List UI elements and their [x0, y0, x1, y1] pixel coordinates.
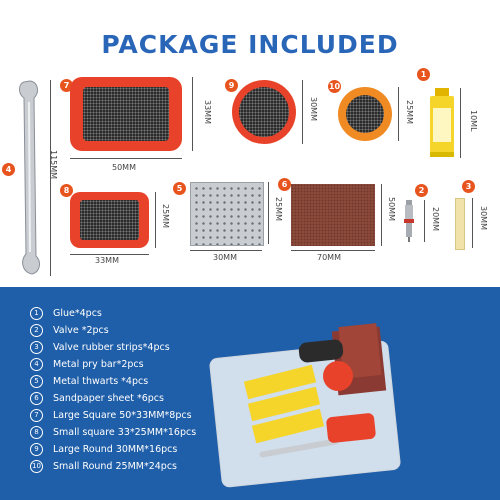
- legend-number: 5: [30, 374, 43, 388]
- page-title: PACKAGE INCLUDED: [101, 30, 399, 59]
- legend-text: Large Round 30MM*16pcs: [53, 443, 178, 455]
- badge-1: 1: [417, 68, 430, 81]
- badge-2: 2: [415, 184, 428, 197]
- legend-item: 3 Valve rubber strips*4pcs: [30, 339, 170, 355]
- dim-small-round: 25MM: [405, 100, 414, 124]
- small-round-patch: [338, 87, 392, 141]
- badge-9: 9: [225, 79, 238, 92]
- legend-item: 6 Sandpaper sheet *6pcs: [30, 390, 164, 406]
- legend-text: Small square 33*25MM*16pcs: [53, 426, 197, 438]
- badge-3: 3: [462, 180, 475, 193]
- dim-large-square-h: 33MM: [203, 100, 212, 124]
- legend-item: 10 Small Round 25MM*24pcs: [30, 458, 177, 474]
- dim-thwart-w: 30MM: [213, 253, 237, 262]
- storage-box-image: [208, 317, 402, 489]
- legend-item: 8 Small square 33*25MM*16pcs: [30, 424, 196, 440]
- badge-4: 4: [2, 163, 15, 176]
- valve-core-image: [404, 200, 414, 242]
- legend-number: 1: [30, 306, 43, 320]
- legend-item: 4 Metal pry bar*2pcs: [30, 356, 144, 372]
- legend-number: 8: [30, 425, 43, 439]
- large-square-patch: [70, 77, 182, 151]
- dim-large-square-w: 50MM: [112, 163, 136, 172]
- dim-valve-strip: 30MM: [479, 206, 488, 230]
- legend-number: 2: [30, 323, 43, 337]
- contents-panel: 1 Glue*4pcs 2 Valve *2pcs 3 Valve rubber stri…: [0, 287, 500, 500]
- legend-text: Valve rubber strips*4pcs: [53, 341, 170, 353]
- legend-item: 9 Large Round 30MM*16pcs: [30, 441, 177, 457]
- glue-tube: [430, 88, 454, 158]
- legend-item: 2 Valve *2pcs: [30, 322, 109, 338]
- badge-6: 6: [278, 178, 291, 191]
- dim-valve: 20MM: [431, 207, 440, 231]
- dim-small-square-w: 33MM: [95, 256, 119, 265]
- small-square-patch: [70, 192, 149, 248]
- legend-number: 3: [30, 340, 43, 354]
- badge-7: 7: [60, 79, 73, 92]
- large-round-patch: [232, 80, 296, 144]
- badge-5: 5: [173, 182, 186, 195]
- dim-glue: 10ML: [469, 110, 478, 132]
- dim-large-round: 30MM: [309, 97, 318, 121]
- legend-number: 10: [30, 459, 43, 473]
- legend-text: Metal pry bar*2pcs: [53, 358, 144, 370]
- pry-bar-image: [19, 80, 40, 275]
- legend-item: 1 Glue*4pcs: [30, 305, 102, 321]
- legend-item: 5 Metal thwarts *4pcs: [30, 373, 148, 389]
- legend-number: 9: [30, 442, 43, 456]
- sandpaper-sheet: [291, 184, 375, 246]
- legend-text: Small Round 25MM*24pcs: [53, 460, 178, 472]
- legend-text: Sandpaper sheet *6pcs: [53, 392, 164, 404]
- legend-text: Large Square 50*33MM*8pcs: [53, 409, 192, 421]
- legend-number: 4: [30, 357, 43, 371]
- metal-thwart: [190, 182, 264, 246]
- valve-rubber-strip: [455, 198, 465, 250]
- dim-thwart-h: 25MM: [274, 197, 283, 221]
- legend-number: 7: [30, 408, 43, 422]
- legend-text: Valve *2pcs: [53, 324, 109, 336]
- legend-text: Glue*4pcs: [53, 307, 102, 319]
- dim-sandpaper-w: 70MM: [317, 253, 341, 262]
- legend-item: 7 Large Square 50*33MM*8pcs: [30, 407, 192, 423]
- legend-number: 6: [30, 391, 43, 405]
- dim-sandpaper-h: 50MM: [387, 197, 396, 221]
- badge-10: 10: [328, 80, 341, 93]
- legend-text: Metal thwarts *4pcs: [53, 375, 149, 387]
- dim-small-square-h: 25MM: [161, 204, 170, 228]
- dim-pry-bar: 115MM: [49, 150, 58, 180]
- badge-8: 8: [60, 184, 73, 197]
